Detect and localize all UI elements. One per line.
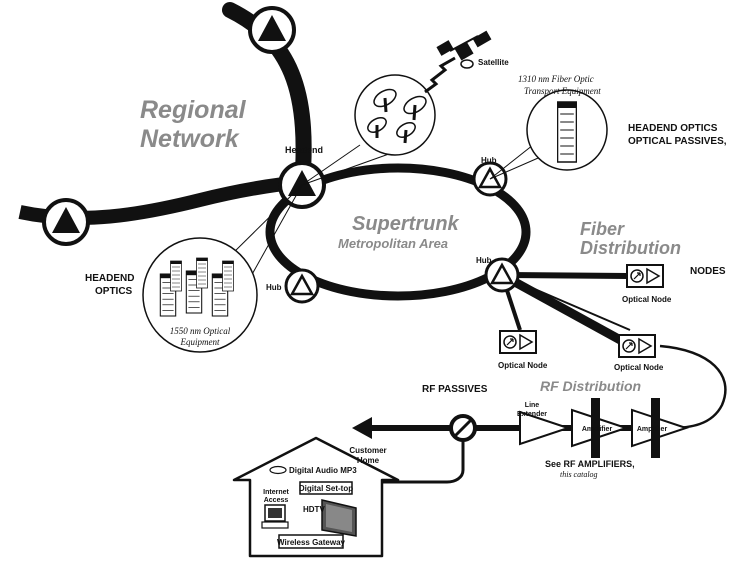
hub-label: Hub bbox=[481, 156, 497, 165]
headend-label: Headend bbox=[285, 145, 323, 155]
equipment-rack-icon bbox=[556, 101, 578, 163]
hub-label: Hub bbox=[266, 283, 282, 292]
amplifier-icon bbox=[571, 398, 630, 458]
internet-access-label: Access bbox=[264, 497, 289, 504]
satellite-dish-bubble bbox=[354, 74, 436, 156]
tv-icon bbox=[321, 499, 357, 537]
drop-to-home bbox=[382, 428, 465, 484]
satellite-icon bbox=[436, 30, 492, 69]
optical-node-icon bbox=[499, 330, 537, 354]
headend-optics-left-label: OPTICS bbox=[95, 286, 133, 297]
regional-network-title: Regional bbox=[140, 96, 247, 124]
rf-coax-loop bbox=[659, 344, 727, 430]
network-triangle-icon bbox=[248, 6, 296, 54]
amplifier-label: Amplifier bbox=[582, 426, 613, 433]
satellite-label: Satellite bbox=[478, 58, 509, 67]
hub-icon bbox=[284, 268, 320, 304]
headend-optics-left-label: HEADEND bbox=[85, 273, 134, 284]
equipment-rack-icon bbox=[159, 257, 234, 317]
headend-optics-right-label: HEADEND OPTICS bbox=[628, 123, 718, 134]
tap-icon bbox=[449, 414, 477, 442]
amplifier-icon bbox=[631, 398, 690, 458]
supertrunk-ring bbox=[265, 163, 531, 301]
hdtv-label: HDTV bbox=[303, 505, 325, 514]
line-extender-icon bbox=[519, 410, 572, 446]
equip-1550-label: Equipment bbox=[180, 337, 220, 347]
headend-optics-right-label: OPTICAL PASSIVES, bbox=[628, 136, 727, 147]
line-extender-label: Line bbox=[525, 402, 539, 409]
optical-node-icon bbox=[626, 264, 664, 288]
rf-distribution-title: RF Distribution bbox=[540, 378, 641, 394]
fiber-distribution-title: Fiber bbox=[580, 219, 625, 239]
signal-bolt-icon bbox=[424, 56, 456, 94]
optical-node-label: Optical Node bbox=[498, 361, 548, 370]
line-extender-label: Extender bbox=[517, 411, 547, 418]
fiber-1310-label: 1310 nm Fiber Optic bbox=[518, 74, 594, 84]
rf-arrow-head bbox=[352, 417, 372, 439]
wireless-gateway-label: Wireless Gateway bbox=[277, 538, 346, 547]
rf-passives-label: RF PASSIVES bbox=[422, 384, 488, 395]
metropolitan-area-title: Metropolitan Area bbox=[338, 236, 448, 251]
regional-network-title: Network bbox=[140, 125, 240, 153]
customer-home-label: Home bbox=[357, 456, 380, 465]
fiber-distribution-title: Distribution bbox=[580, 238, 681, 258]
optical-node-icon bbox=[618, 334, 656, 358]
nodes-label: NODES bbox=[690, 266, 726, 277]
equip-1550-label: 1550 nm Optical bbox=[170, 326, 231, 336]
digital-audio-label: Digital Audio MP3 bbox=[289, 466, 357, 475]
network-triangle-icon bbox=[42, 198, 90, 246]
customer-home-label: Customer bbox=[349, 446, 386, 455]
internet-access-label: Internet bbox=[263, 489, 289, 496]
hub-label: Hub bbox=[476, 256, 492, 265]
optical-node-label: Optical Node bbox=[622, 295, 672, 304]
see-rf-amplifiers-label: See RF AMPLIFIERS, bbox=[545, 459, 635, 469]
amplifier-label: Amplifier bbox=[637, 426, 668, 433]
supertrunk-title: Supertrunk bbox=[352, 213, 460, 235]
fiber-1310-label: Transport Equipment bbox=[524, 86, 601, 96]
computer-icon bbox=[261, 504, 289, 529]
this-catalog-label: this catalog bbox=[560, 470, 598, 479]
digital-settop-label: Digital Set-top bbox=[299, 484, 353, 493]
optical-node-label: Optical Node bbox=[614, 363, 664, 372]
satellite-dish-icon bbox=[367, 88, 427, 144]
